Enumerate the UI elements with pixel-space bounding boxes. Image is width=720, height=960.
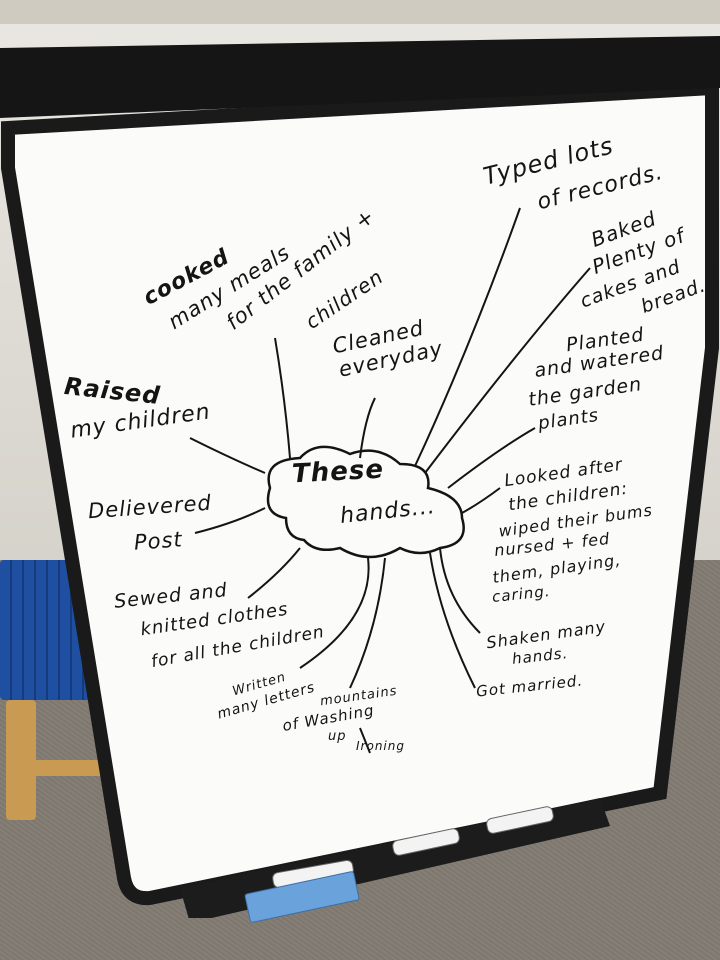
flipchart-easel: These hands... Typed lots of records. co…	[0, 18, 720, 924]
branch-ironing: Ironing	[356, 739, 405, 753]
window-strip	[0, 0, 720, 24]
top-clamp	[0, 36, 720, 118]
branch-lines	[189, 207, 591, 754]
branch-delivered-2: Post	[133, 527, 184, 555]
stool-rail	[30, 760, 110, 776]
center-cloud	[266, 445, 465, 559]
branch-washing-3: up	[328, 729, 347, 744]
whiteboard-surface	[0, 80, 719, 906]
center-text-these: These	[291, 454, 385, 490]
